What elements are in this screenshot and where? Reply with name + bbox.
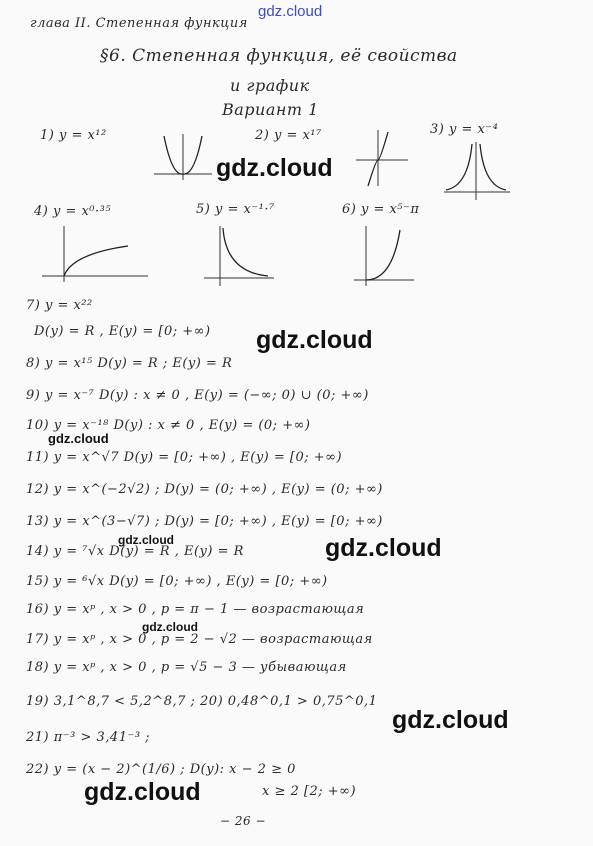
watermark: gdz.cloud (216, 154, 333, 182)
line-8: 8) y = x¹⁵ D(y) = R ; E(y) = R (26, 356, 233, 371)
graph-1-even-power (150, 132, 216, 184)
line-12: 12) y = x^(−2√2) ; D(y) = (0; +∞) , E(y)… (26, 482, 383, 497)
section-heading: §6. Степенная функция, её свойства (100, 46, 458, 66)
graph-label-2: 2) y = x¹⁷ (255, 128, 322, 143)
graph-6-pi-power (352, 224, 416, 288)
chapter-heading: глава II. Степенная функция (30, 16, 248, 31)
line-21: 21) π⁻³ > 3,41⁻³ ; (26, 730, 151, 745)
line-18: 18) y = xᵖ , x > 0 , p = √5 − 3 — убываю… (26, 660, 347, 675)
graph-4-fractional-power (38, 222, 150, 284)
graph-5-negative-fractional (200, 222, 276, 288)
graph-label-4: 4) y = x⁰·³⁵ (34, 204, 112, 219)
line-14: 14) y = ⁷√x D(y) = R , E(y) = R (26, 544, 244, 559)
graph-label-5: 5) y = x⁻¹·⁷ (196, 202, 275, 217)
watermark-top: gdz.cloud (258, 3, 323, 20)
watermark: gdz.cloud (392, 706, 509, 734)
line-11: 11) y = x^√7 D(y) = [0; +∞) , E(y) = [0;… (26, 450, 343, 465)
line-15: 15) y = ⁶√x D(y) = [0; +∞) , E(y) = [0; … (26, 574, 328, 589)
line-17: 17) y = xᵖ , x > 0 , p = 2 − √2 — возрас… (26, 632, 373, 647)
line-7: 7) y = x²² (26, 298, 93, 313)
watermark: gdz.cloud (256, 326, 373, 354)
line-13: 13) y = x^(3−√7) ; D(y) = [0; +∞) , E(y)… (26, 514, 383, 529)
watermark: gdz.cloud (325, 534, 442, 562)
line-9: 9) y = x⁻⁷ D(y) : x ≠ 0 , E(y) = (−∞; 0)… (26, 388, 369, 403)
line-22-answer: x ≥ 2 [2; +∞) (262, 784, 357, 799)
watermark: gdz.cloud (84, 778, 201, 806)
line-19-20: 19) 3,1^8,7 < 5,2^8,7 ; 20) 0,48^0,1 > 0… (26, 694, 378, 709)
graph-label-1: 1) y = x¹² (40, 128, 107, 143)
page-number: − 26 − (220, 814, 267, 828)
line-10: 10) y = x⁻¹⁸ D(y) : x ≠ 0 , E(y) = (0; +… (26, 418, 311, 433)
graph-3-negative-even (440, 140, 512, 202)
line-7-domain: D(y) = R , E(y) = [0; +∞) (34, 324, 211, 339)
line-22: 22) y = (x − 2)^(1/6) ; D(y): x − 2 ≥ 0 (26, 762, 296, 777)
section-heading-cont: и график (230, 76, 310, 95)
watermark: gdz.cloud (48, 431, 109, 446)
variant-heading: Вариант 1 (222, 100, 319, 119)
graph-label-6: 6) y = x⁵⁻π (342, 202, 420, 217)
line-16: 16) y = xᵖ , x > 0 , p = π − 1 — возраст… (26, 602, 365, 617)
watermark: gdz.cloud (118, 533, 174, 547)
watermark: gdz.cloud (142, 620, 198, 634)
graph-label-3: 3) y = x⁻⁴ (430, 122, 499, 137)
graph-2-odd-power (352, 128, 410, 188)
